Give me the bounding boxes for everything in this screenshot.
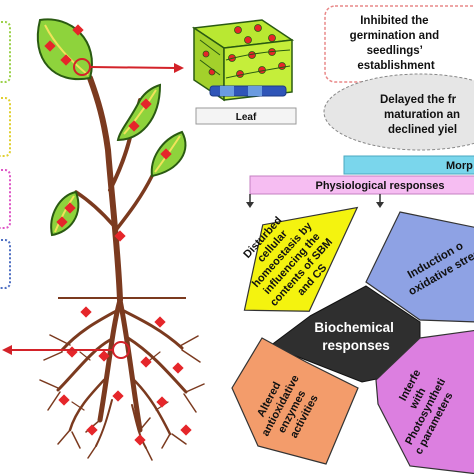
- leaf-inset-label: Leaf: [236, 112, 257, 123]
- oxidative-segment: [365, 211, 474, 323]
- side-box-pink: [0, 169, 11, 229]
- fruit-line-1: Delayed the fr: [380, 94, 457, 106]
- antioxidative-segment: [231, 337, 359, 465]
- plant-leaves: [36, 18, 187, 237]
- leaf-inset: Leaf: [191, 19, 297, 125]
- center-line-2: responses: [322, 338, 390, 353]
- svg-text:Delayed the fr maturatio: Delayed the fr maturation an declined yi…: [380, 94, 463, 136]
- svg-text:Disturbed cellular: Disturbed cellular homeostasis by influe…: [229, 199, 346, 317]
- physiological-bar: Physiological responses: [246, 175, 474, 208]
- germination-line-1: Inhibited the: [360, 15, 428, 27]
- germination-line-2: germination and: [350, 30, 439, 42]
- fruit-line-2: maturation an: [384, 109, 460, 121]
- plant-roots: [39, 297, 205, 461]
- svg-text:Biochemical responses: Biochemical responses: [314, 320, 397, 353]
- photosynthetic-segment: [375, 329, 474, 474]
- leaf-cells: [202, 24, 286, 78]
- leaf-block-front: [223, 39, 293, 101]
- fruit-box: Delayed the fr maturation an declined yi…: [323, 73, 474, 151]
- left-side-boxes: [0, 21, 11, 289]
- center-line-1: Biochemical: [314, 320, 394, 335]
- morph-label: Morp: [446, 160, 473, 172]
- arrows: [2, 63, 184, 355]
- response-hexagon: Disturbed cellular homeostasis by influe…: [229, 199, 474, 474]
- side-box-blue: [0, 239, 11, 289]
- germination-line-3: seedlings’: [367, 45, 423, 57]
- leaf-inset-label-box: [195, 107, 297, 125]
- leaf-veins: [199, 39, 291, 79]
- physiological-label: Physiological responses: [316, 180, 445, 192]
- fruit-line-3: declined yiel: [388, 124, 457, 136]
- germination-box: Inhibited the germination and seedlings’…: [324, 5, 474, 83]
- germination-line-4: establishment: [357, 60, 434, 72]
- side-box-green: [0, 21, 11, 83]
- morph-bar: Morp: [343, 155, 474, 175]
- svg-text:Inhibited the germinatio: Inhibited the germination and seedlings’…: [350, 15, 443, 72]
- cellular-segment: [243, 206, 359, 312]
- side-box-yellow: [0, 97, 11, 157]
